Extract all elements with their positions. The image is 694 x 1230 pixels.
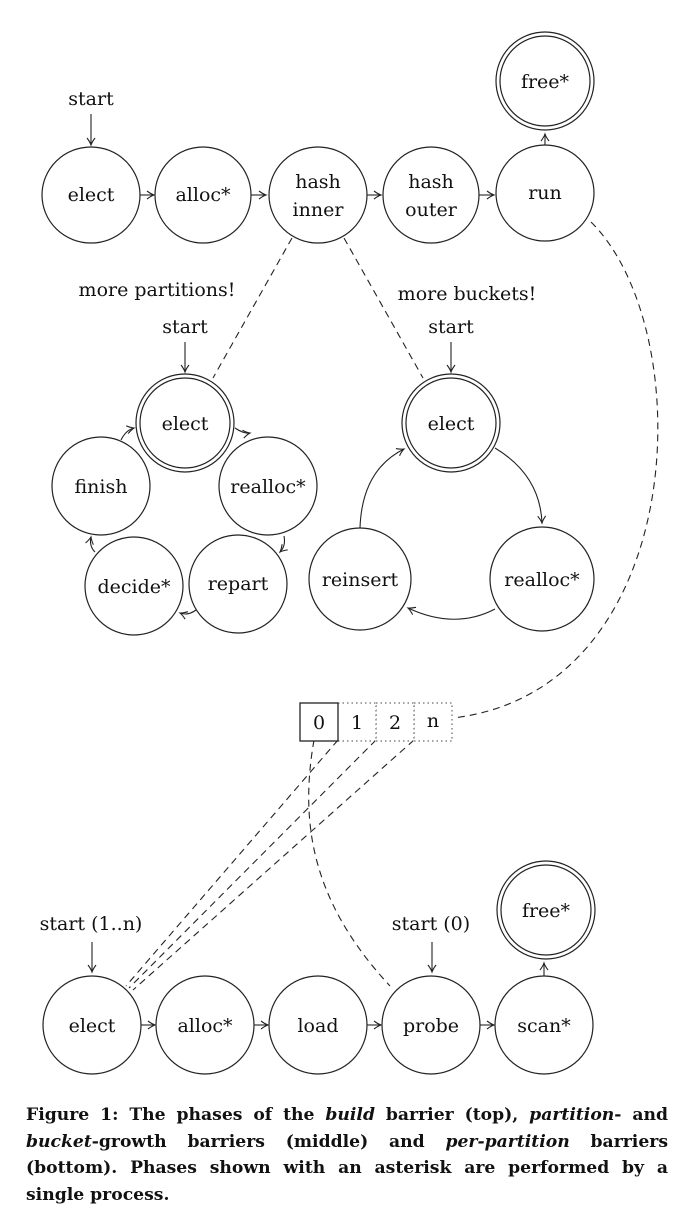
node-run: run [495,144,595,242]
svg-text:elect: elect [428,413,475,435]
svg-text:outer: outer [405,199,458,221]
run-to-slot-n-link [452,221,659,719]
svg-text:finish: finish [75,476,128,498]
node-elect: elect [135,373,235,473]
svg-text:elect: elect [162,413,209,435]
svg-text:decide*: decide* [97,576,171,598]
start-label-zero: start (0) [392,913,470,935]
slot-2 [375,702,415,742]
node-elect: elect [42,975,142,1075]
svg-text:run: run [528,182,562,204]
svg-text:alloc*: alloc* [175,184,231,206]
svg-text:elect: elect [68,184,115,206]
svg-text:hash: hash [295,171,341,193]
node-scan: scan* [494,975,594,1075]
edge-elect-realloc [494,447,547,525]
svg-text:0: 0 [313,712,325,734]
svg-text:elect: elect [69,1015,116,1037]
svg-text:realloc*: realloc* [504,569,580,591]
svg-text:free*: free* [521,71,570,93]
svg-text:load: load [297,1015,338,1037]
svg-text:probe: probe [403,1015,459,1037]
node-reinsert: reinsert [308,527,412,631]
per-partition-barrier: start (1..n) start (0) elect alloc* load… [40,860,596,1075]
node-alloc: alloc* [155,975,255,1075]
build-barrier: start elect alloc* hash inner hash outer… [41,31,595,244]
slot-1-to-elect-link [125,739,339,987]
node-load: load [268,975,368,1075]
node-repart: repart [188,534,288,634]
svg-text:scan*: scan* [517,1015,571,1037]
svg-text:n: n [427,710,439,732]
edge-finish-elect [120,425,136,441]
svg-text:repart: repart [208,573,269,595]
start-label-others: start (1..n) [40,913,143,935]
slot-0-to-probe-link [308,739,391,987]
slot-0 [299,702,339,742]
slot-n-to-elect-link [132,739,415,991]
node-hash-inner: hash inner [268,146,368,244]
node-decide: decide* [84,536,184,636]
svg-text:free*: free* [522,900,571,922]
node-free: free* [495,31,595,131]
node-alloc: alloc* [154,146,252,244]
figure-caption: Figure 1: The phases of the build barrie… [26,1105,668,1205]
svg-text:hash: hash [408,171,454,193]
partition-array: 0 1 2 n [299,702,453,742]
node-realloc: realloc* [489,526,595,632]
slot-n [413,702,453,742]
svg-text:1: 1 [351,712,363,734]
phase-diagram: start elect alloc* hash inner hash outer… [40,31,659,1075]
svg-text:inner: inner [293,199,345,221]
start-label: start [68,88,114,110]
svg-text:2: 2 [389,712,401,734]
hash-inner-to-partition-elect-link [212,237,293,379]
edge-reinsert-elect [359,448,406,529]
node-elect: elect [401,373,501,473]
svg-text:reinsert: reinsert [322,569,399,591]
node-free: free* [496,860,596,960]
partition-growth-barrier: more partitions! start elect realloc* re… [51,279,318,636]
node-finish: finish [51,436,151,536]
start-label: start [162,316,208,338]
svg-text:realloc*: realloc* [230,476,306,498]
more-buckets-label: more buckets! [398,283,537,305]
node-hash-outer: hash outer [382,146,480,244]
node-realloc: realloc* [218,436,318,536]
slot-1 [337,702,377,742]
bucket-growth-barrier: more buckets! start elect realloc* reins… [308,283,595,632]
start-label: start [428,316,474,338]
connectors [125,221,659,991]
edge-repart-decide [178,609,197,620]
svg-text:alloc*: alloc* [177,1015,233,1037]
edge-realloc-repart [278,535,288,554]
slot-2-to-elect-link [128,739,377,989]
node-elect: elect [41,146,141,244]
more-partitions-label: more partitions! [79,279,236,301]
edge-realloc-reinsert [406,606,496,620]
node-probe: probe [381,975,481,1075]
edge-decide-finish [85,535,96,553]
hash-inner-to-bucket-elect-link [343,237,424,379]
edge-elect-realloc [234,427,252,439]
